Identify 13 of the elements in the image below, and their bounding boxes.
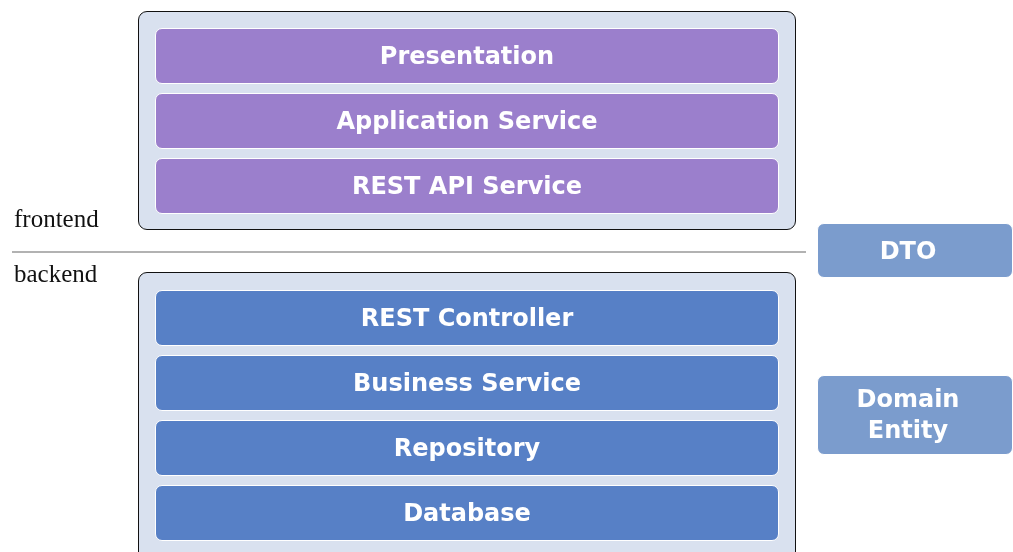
layer-box: Presentation	[155, 28, 779, 84]
model-box: DTO	[817, 223, 1013, 278]
section-label: frontend	[14, 205, 99, 233]
layer-box: REST API Service	[155, 158, 779, 214]
layer-group-panel	[138, 11, 796, 230]
layer-box: REST Controller	[155, 290, 779, 346]
layer-box: Database	[155, 485, 779, 541]
layer-box: Application Service	[155, 93, 779, 149]
layer-box: Repository	[155, 420, 779, 476]
section-label: backend	[14, 260, 98, 288]
model-box: Domain Entity	[817, 375, 1013, 455]
layer-box: Business Service	[155, 355, 779, 411]
layer-group-panel	[138, 272, 796, 552]
